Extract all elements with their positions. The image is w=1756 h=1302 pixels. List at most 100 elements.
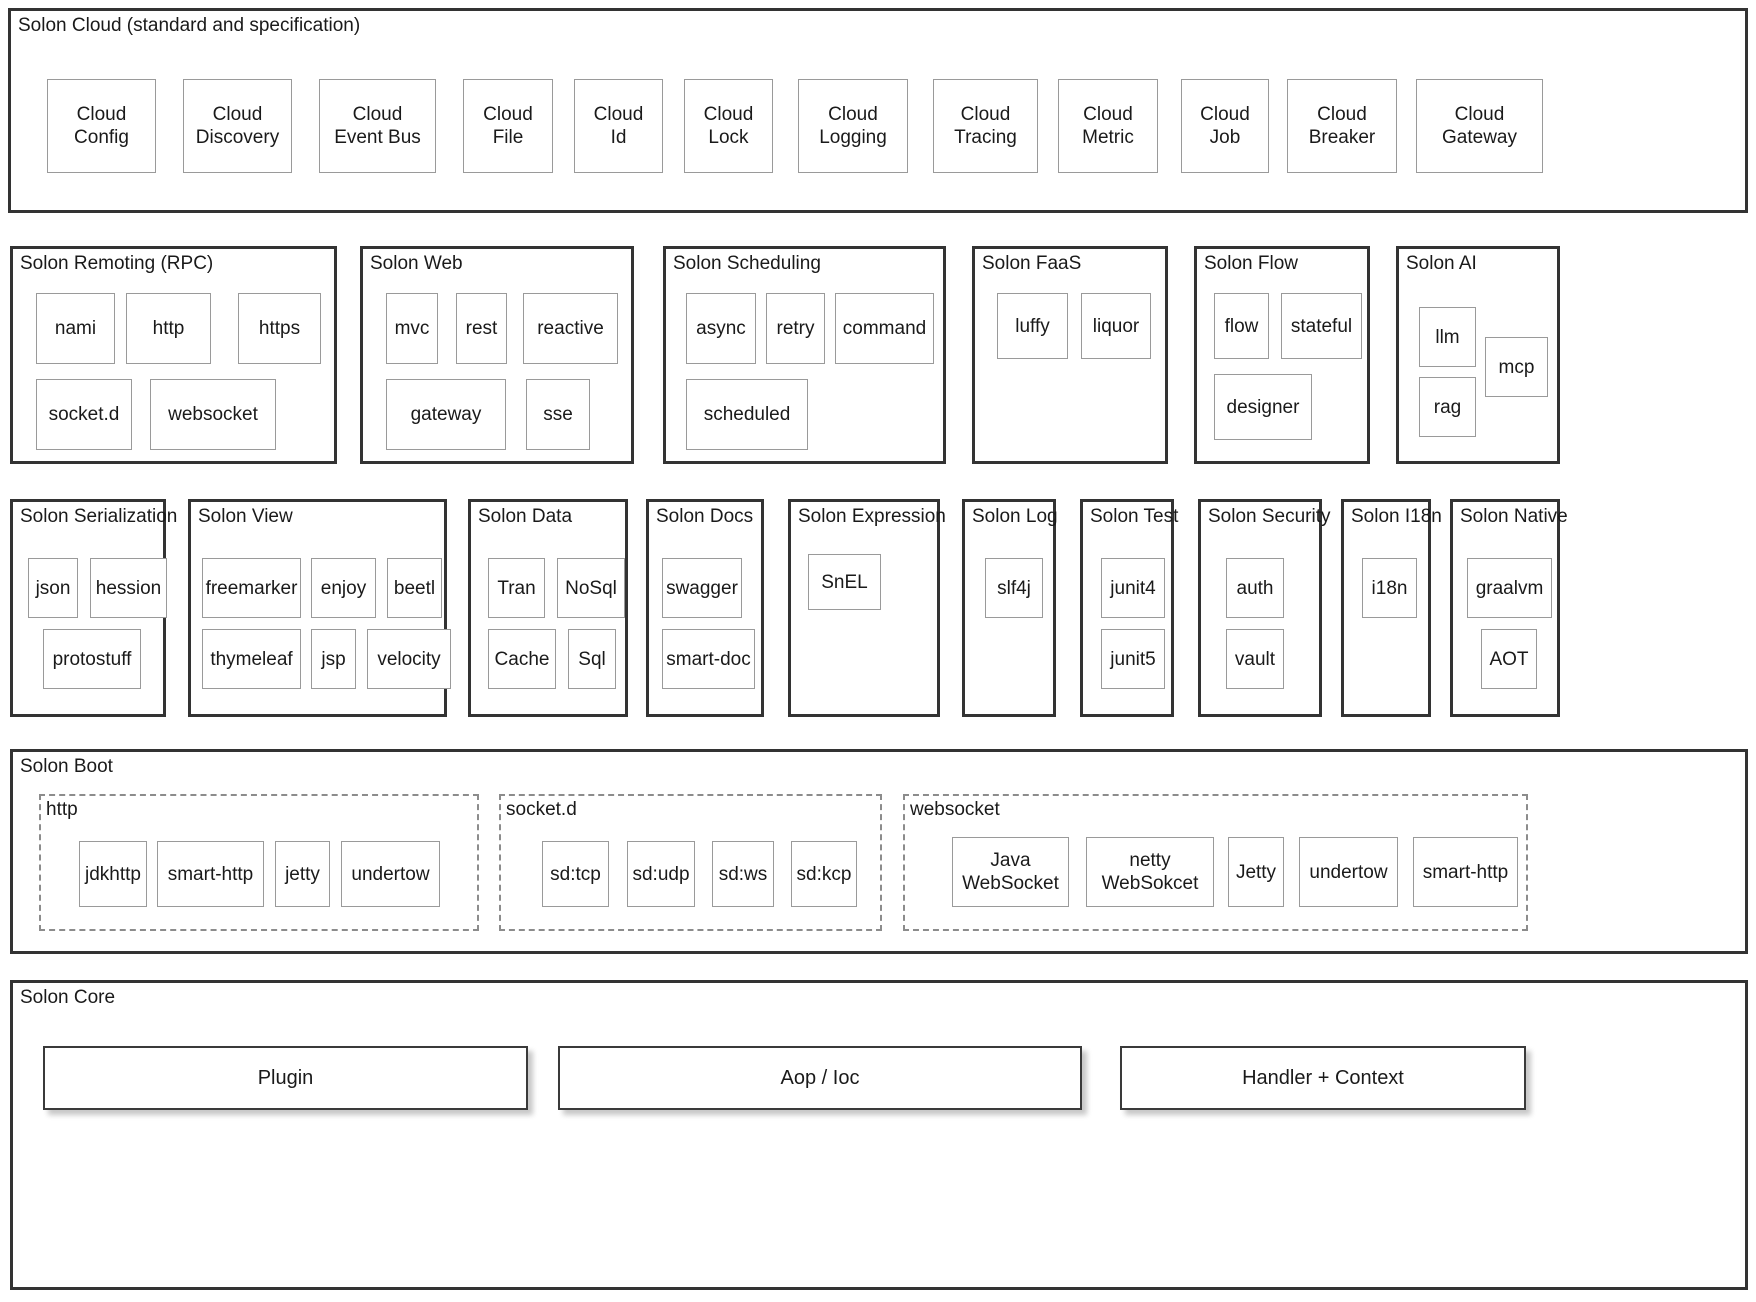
- module-websocket[interactable]: websocket: [150, 379, 276, 450]
- module-command[interactable]: command: [835, 293, 934, 364]
- core-box-handler-context[interactable]: Handler + Context: [1120, 1046, 1526, 1110]
- module-i18n[interactable]: i18n: [1362, 558, 1417, 618]
- module-rag[interactable]: rag: [1419, 377, 1476, 437]
- module-freemarker[interactable]: freemarker: [202, 558, 301, 618]
- group-solon-core: Solon Core Plugin Aop / Ioc Handler + Co…: [10, 980, 1748, 1290]
- module-mvc[interactable]: mvc: [386, 293, 438, 364]
- group-title-solon-remoting: Solon Remoting (RPC): [20, 253, 214, 274]
- module-socket-d[interactable]: socket.d: [36, 379, 132, 450]
- module-protostuff[interactable]: protostuff: [43, 629, 141, 689]
- module-json[interactable]: json: [28, 558, 78, 618]
- group-title-solon-expression: Solon Expression: [798, 506, 946, 527]
- group-title-solon-serialization: Solon Serialization: [20, 506, 178, 527]
- group-solon-docs: Solon Docs swagger smart-doc: [646, 499, 764, 717]
- module-cloud-file[interactable]: Cloud File: [463, 79, 553, 173]
- module-java-websocket[interactable]: Java WebSocket: [952, 837, 1069, 907]
- module-scheduled[interactable]: scheduled: [686, 379, 808, 450]
- core-box-aop-ioc[interactable]: Aop / Ioc: [558, 1046, 1082, 1110]
- module-cloud-event-bus[interactable]: Cloud Event Bus: [319, 79, 436, 173]
- group-title-solon-boot: Solon Boot: [20, 756, 113, 777]
- group-solon-boot: Solon Boot http jdkhttp smart-http jetty…: [10, 749, 1748, 954]
- subgroup-boot-websocket: websocket Java WebSocket netty WebSokcet…: [903, 794, 1528, 931]
- module-thymeleaf[interactable]: thymeleaf: [202, 629, 301, 689]
- group-title-solon-data: Solon Data: [478, 506, 573, 527]
- group-title-solon-core: Solon Core: [20, 987, 116, 1008]
- module-nami[interactable]: nami: [36, 293, 115, 364]
- module-cloud-config[interactable]: Cloud Config: [47, 79, 156, 173]
- module-gateway[interactable]: gateway: [386, 379, 506, 450]
- group-title-solon-native: Solon Native: [1460, 506, 1568, 527]
- group-solon-flow: Solon Flow flow stateful designer: [1194, 246, 1370, 464]
- group-solon-view: Solon View freemarker enjoy beetl thymel…: [188, 499, 451, 717]
- module-aot[interactable]: AOT: [1481, 629, 1537, 689]
- group-title-solon-ai: Solon AI: [1406, 253, 1477, 274]
- module-smart-http[interactable]: smart-http: [157, 841, 264, 907]
- module-luffy[interactable]: luffy: [997, 293, 1068, 359]
- module-rest[interactable]: rest: [456, 293, 507, 364]
- module-undertow-ws[interactable]: undertow: [1299, 837, 1398, 907]
- module-sd-tcp[interactable]: sd:tcp: [542, 841, 609, 907]
- module-beetl[interactable]: beetl: [387, 558, 442, 618]
- module-smart-doc[interactable]: smart-doc: [662, 629, 755, 689]
- module-swagger[interactable]: swagger: [662, 558, 742, 618]
- module-undertow[interactable]: undertow: [341, 841, 440, 907]
- subgroup-boot-socketd: socket.d sd:tcp sd:udp sd:ws sd:kcp: [499, 794, 882, 931]
- module-smart-http-ws[interactable]: smart-http: [1413, 837, 1518, 907]
- module-cache[interactable]: Cache: [488, 629, 556, 689]
- module-slf4j[interactable]: slf4j: [985, 558, 1043, 618]
- group-solon-web: Solon Web mvc rest reactive gateway sse: [360, 246, 634, 464]
- group-title-solon-log: Solon Log: [972, 506, 1058, 527]
- module-jdkhttp[interactable]: jdkhttp: [79, 841, 147, 907]
- module-sd-kcp[interactable]: sd:kcp: [791, 841, 857, 907]
- module-flow[interactable]: flow: [1214, 293, 1269, 359]
- core-box-plugin[interactable]: Plugin: [43, 1046, 528, 1110]
- module-hession[interactable]: hession: [90, 558, 167, 618]
- module-stateful[interactable]: stateful: [1281, 293, 1362, 359]
- module-cloud-gateway[interactable]: Cloud Gateway: [1416, 79, 1543, 173]
- module-https[interactable]: https: [238, 293, 321, 364]
- module-cloud-tracing[interactable]: Cloud Tracing: [933, 79, 1038, 173]
- module-junit5[interactable]: junit5: [1101, 629, 1165, 689]
- module-cloud-lock[interactable]: Cloud Lock: [684, 79, 773, 173]
- module-auth[interactable]: auth: [1226, 558, 1284, 618]
- module-tran[interactable]: Tran: [488, 558, 545, 618]
- module-mcp[interactable]: mcp: [1485, 337, 1548, 397]
- module-jsp[interactable]: jsp: [311, 629, 356, 689]
- module-graalvm[interactable]: graalvm: [1467, 558, 1552, 618]
- module-reactive[interactable]: reactive: [523, 293, 618, 364]
- module-cloud-id[interactable]: Cloud Id: [574, 79, 663, 173]
- module-llm[interactable]: llm: [1419, 307, 1476, 367]
- module-sql[interactable]: Sql: [568, 629, 616, 689]
- module-designer[interactable]: designer: [1214, 374, 1312, 440]
- module-cloud-metric[interactable]: Cloud Metric: [1058, 79, 1158, 173]
- module-jetty-ws[interactable]: Jetty: [1228, 837, 1284, 907]
- module-async[interactable]: async: [686, 293, 756, 364]
- group-title-solon-web: Solon Web: [370, 253, 463, 274]
- module-vault[interactable]: vault: [1226, 629, 1284, 689]
- module-cloud-discovery[interactable]: Cloud Discovery: [183, 79, 292, 173]
- group-title-solon-faas: Solon FaaS: [982, 253, 1082, 274]
- module-liquor[interactable]: liquor: [1081, 293, 1151, 359]
- group-solon-log: Solon Log slf4j: [962, 499, 1058, 717]
- group-solon-data: Solon Data Tran NoSql Cache Sql: [468, 499, 628, 717]
- group-solon-serialization: Solon Serialization json hession protost…: [10, 499, 177, 717]
- module-cloud-breaker[interactable]: Cloud Breaker: [1287, 79, 1397, 173]
- module-http[interactable]: http: [126, 293, 211, 364]
- module-snel[interactable]: SnEL: [808, 554, 881, 610]
- module-cloud-logging[interactable]: Cloud Logging: [798, 79, 908, 173]
- module-sd-udp[interactable]: sd:udp: [627, 841, 695, 907]
- subgroup-title-http: http: [46, 799, 78, 820]
- module-velocity[interactable]: velocity: [367, 629, 451, 689]
- module-netty-websocket[interactable]: netty WebSokcet: [1086, 837, 1214, 907]
- group-title-solon-scheduling: Solon Scheduling: [673, 253, 821, 274]
- module-sd-ws[interactable]: sd:ws: [712, 841, 774, 907]
- module-enjoy[interactable]: enjoy: [311, 558, 376, 618]
- module-retry[interactable]: retry: [766, 293, 825, 364]
- module-jetty[interactable]: jetty: [275, 841, 330, 907]
- module-cloud-job[interactable]: Cloud Job: [1181, 79, 1269, 173]
- module-sse[interactable]: sse: [526, 379, 590, 450]
- module-nosql[interactable]: NoSql: [557, 558, 625, 618]
- group-solon-cloud: Solon Cloud (standard and specification)…: [8, 8, 1748, 213]
- group-solon-faas: Solon FaaS luffy liquor: [972, 246, 1168, 464]
- module-junit4[interactable]: junit4: [1101, 558, 1165, 618]
